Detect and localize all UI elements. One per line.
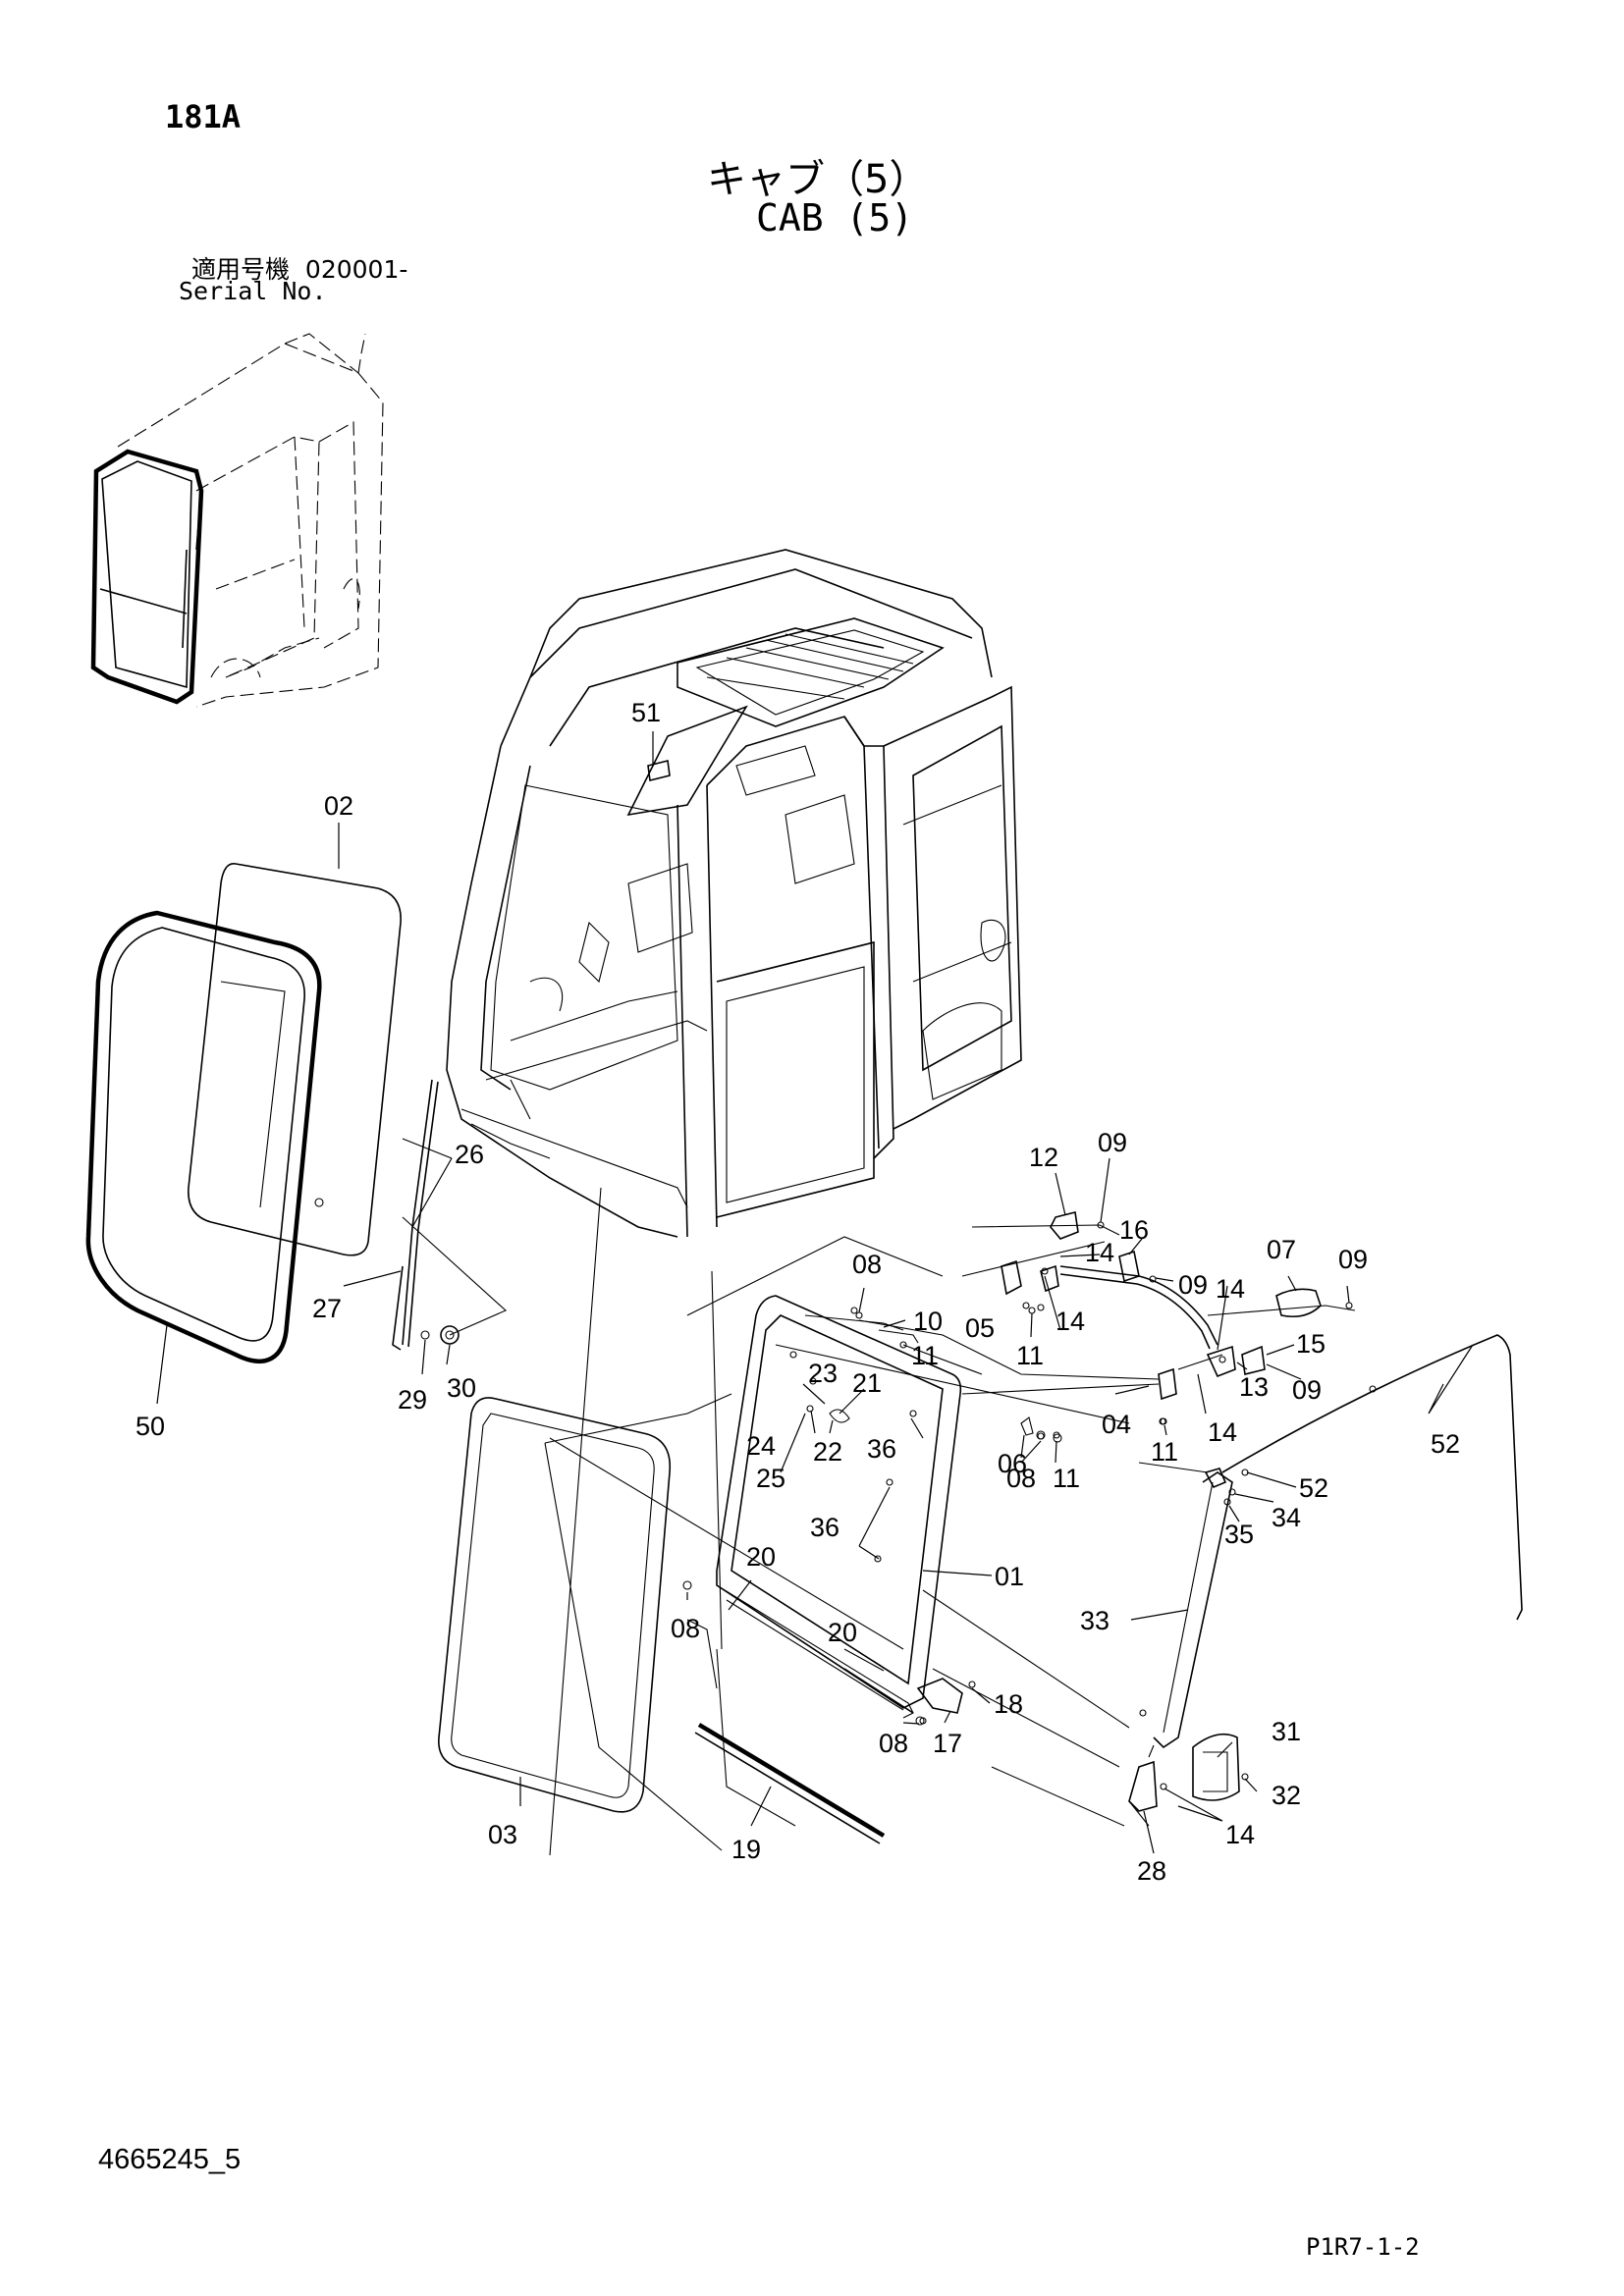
bottom-latch-group (922, 1589, 1249, 1827)
assembly-lines (544, 1187, 1130, 1856)
callout-09-d: 09 (1292, 1375, 1322, 1405)
page-code: P1R7-1-2 (1306, 2233, 1420, 2261)
callout-07: 07 (1267, 1235, 1296, 1264)
callout-20-b: 20 (828, 1618, 857, 1647)
callout-36-a: 36 (867, 1434, 896, 1464)
callout-35: 35 (1224, 1520, 1254, 1549)
callout-13: 13 (1239, 1372, 1269, 1402)
callout-22: 22 (813, 1437, 842, 1467)
callout-29: 29 (398, 1385, 427, 1415)
callout-34: 34 (1272, 1503, 1301, 1532)
callout-14-b: 14 (1056, 1307, 1085, 1336)
callout-03: 03 (488, 1820, 517, 1849)
callout-14-e: 14 (1225, 1820, 1255, 1849)
serial-label-japanese: 適用号機 (191, 255, 291, 284)
callout-21: 21 (852, 1368, 882, 1398)
leader-lines (156, 731, 1474, 1854)
part-17-18-bracket (916, 1678, 976, 1725)
callout-14-a: 14 (1085, 1238, 1114, 1267)
callout-10: 10 (913, 1307, 943, 1336)
callout-08-d: 08 (879, 1729, 908, 1758)
title-english: CAB (5) (756, 196, 914, 240)
callout-11-b: 11 (1016, 1341, 1044, 1370)
callout-26: 26 (455, 1140, 484, 1169)
callout-08-b: 08 (1006, 1464, 1036, 1493)
serial-line-japanese: 適用号機 020001- (191, 250, 407, 286)
serial-label-english: Serial No. (179, 277, 327, 305)
callout-30: 30 (447, 1373, 476, 1403)
callout-11-c: 11 (1053, 1464, 1080, 1493)
callout-05: 05 (965, 1313, 995, 1343)
callout-17: 17 (933, 1729, 962, 1758)
callout-50: 50 (135, 1412, 165, 1441)
callout-27: 27 (312, 1294, 342, 1323)
callout-20-a: 20 (746, 1542, 776, 1572)
callout-52-a: 52 (1431, 1429, 1460, 1459)
callout-06: 06 (998, 1449, 1027, 1478)
callout-19: 19 (731, 1835, 761, 1864)
part-02-glass (188, 863, 402, 1256)
callout-02: 02 (324, 791, 353, 821)
callout-01: 01 (995, 1562, 1024, 1591)
callout-24: 24 (746, 1431, 776, 1461)
callout-33: 33 (1080, 1606, 1110, 1635)
part-01-door-frame (716, 1295, 962, 1719)
callout-52-b: 52 (1299, 1473, 1328, 1503)
hardware-dots (647, 760, 1166, 1726)
part-50-seal (85, 910, 322, 1363)
callout-04: 04 (1102, 1410, 1131, 1439)
callout-14-c: 14 (1216, 1274, 1245, 1304)
callout-09-a: 09 (1098, 1128, 1127, 1157)
callout-11-a: 11 (911, 1341, 939, 1370)
title-japanese: キャブ（5） (707, 157, 929, 202)
callout-18: 18 (994, 1689, 1023, 1719)
callout-08-c: 08 (671, 1614, 700, 1643)
callout-14-d: 14 (1208, 1417, 1237, 1447)
cab-frame (446, 549, 1022, 1238)
callout-labels: 51 02 26 27 50 29 30 03 19 12 09 16 07 0… (135, 698, 1460, 1886)
callout-51: 51 (631, 698, 661, 727)
part-33-52-cable-and-panel (1138, 1334, 1523, 1758)
part-19-rail (694, 1723, 886, 1844)
callout-32: 32 (1272, 1781, 1301, 1810)
serial-value: 020001- (304, 255, 408, 284)
section-code: 181A (165, 98, 242, 135)
document-number: 4665245_5 (98, 2144, 242, 2175)
callout-36-b: 36 (810, 1513, 839, 1542)
part-26-27-strip (392, 1079, 507, 1351)
callout-25: 25 (756, 1464, 785, 1493)
part-03-door-glass (438, 1397, 672, 1813)
callout-09-c: 09 (1178, 1270, 1208, 1300)
callout-09-b: 09 (1338, 1245, 1368, 1274)
callout-23: 23 (808, 1359, 838, 1388)
cab-location-inset (90, 333, 384, 708)
door-hardware-cluster (804, 1211, 1356, 1440)
callout-28: 28 (1137, 1856, 1166, 1886)
callout-16: 16 (1119, 1215, 1149, 1245)
callout-08-a: 08 (852, 1250, 882, 1279)
callout-12: 12 (1029, 1143, 1058, 1172)
callout-15: 15 (1296, 1329, 1326, 1359)
callout-31: 31 (1272, 1717, 1301, 1746)
callout-11-d: 11 (1151, 1437, 1178, 1467)
